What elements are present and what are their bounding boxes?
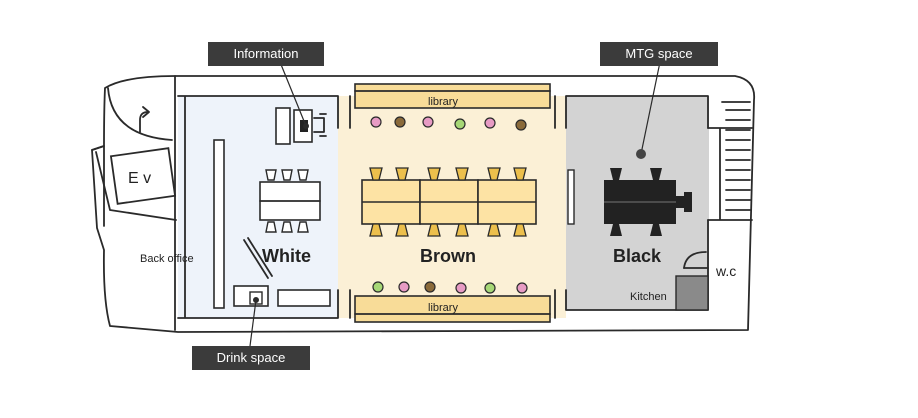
elevator-icon: E v — [109, 147, 177, 205]
white-room-walls — [177, 95, 339, 319]
black-meeting-table — [604, 168, 692, 236]
kitchen-label: Kitchen — [630, 291, 667, 303]
mtg-space-callout: MTG space — [600, 42, 718, 66]
arrow-turn-icon — [139, 106, 150, 133]
library-top-label: library — [428, 96, 458, 108]
white-room-chairs — [265, 169, 309, 233]
info-desk — [275, 107, 291, 145]
library-top: library — [354, 83, 551, 109]
information-callout: Information — [208, 42, 324, 66]
stools-bottom — [372, 281, 528, 294]
stairs-icon — [721, 101, 751, 211]
black-room-walls — [565, 95, 709, 311]
drink-space-callout: Drink space — [192, 346, 310, 370]
room-label-black: Black — [613, 246, 662, 266]
brown-chairs — [369, 167, 527, 237]
back-office-label: Back office — [140, 253, 194, 265]
stools-top — [370, 116, 527, 131]
information-label: Information — [233, 46, 298, 61]
brown-tables — [361, 179, 537, 225]
white-room-wall-panel — [213, 139, 225, 309]
mtg-space-label: MTG space — [625, 46, 692, 61]
room-label-white: White — [262, 246, 311, 266]
kitchen-box — [675, 275, 709, 311]
ev-label: E v — [128, 170, 151, 187]
wc-label: w.c — [715, 263, 736, 279]
building-outline — [91, 75, 756, 333]
library-bottom-label: library — [428, 302, 458, 314]
library-bottom: library — [354, 295, 551, 323]
drink-space-label: Drink space — [217, 350, 286, 365]
room-label-brown: Brown — [420, 246, 476, 266]
